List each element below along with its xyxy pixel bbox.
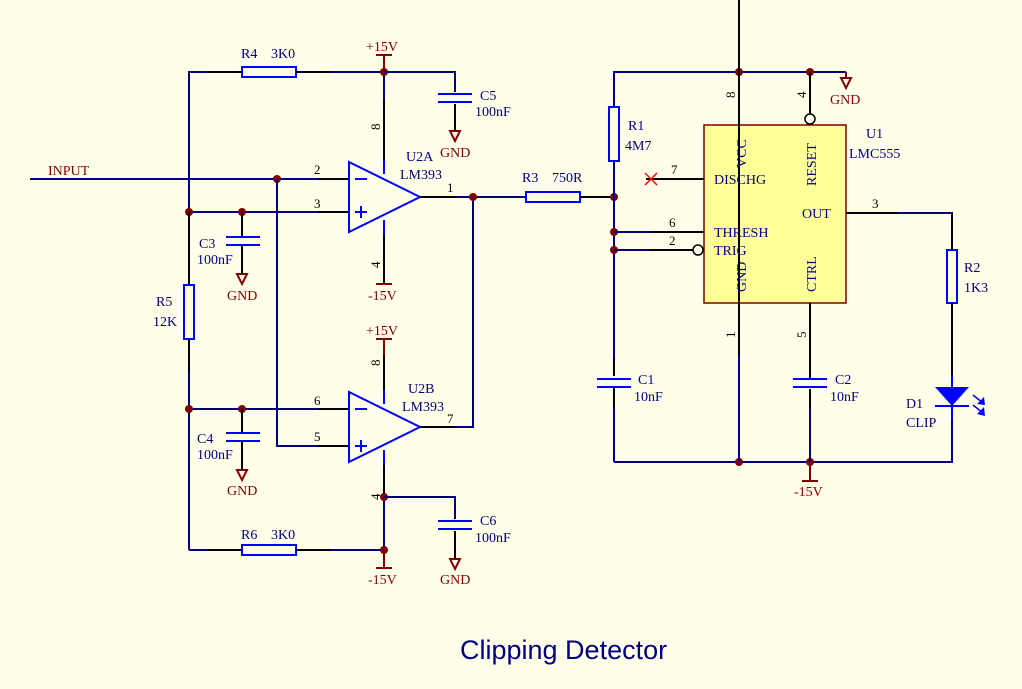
vpos-label: +15V <box>366 324 398 339</box>
pin-6: 6 <box>314 393 321 408</box>
pin-5: 5 <box>794 332 809 339</box>
capacitor-c3: GND C3 100nF <box>197 212 260 304</box>
u1-ref: U1 <box>866 127 883 142</box>
pin-name-reset: RESET <box>805 143 820 186</box>
pin-name-trig: TRIG <box>714 244 747 259</box>
d1-ref: D1 <box>906 397 923 412</box>
ground-icon <box>448 558 462 572</box>
pin-3: 3 <box>872 196 879 211</box>
vneg-label: -15V <box>794 485 823 500</box>
r3-value: 750R <box>552 171 583 186</box>
pin-name-gnd: GND <box>735 262 750 292</box>
comparator-u2a: +15V -15V 2 3 1 8 4 U2A LM393 <box>314 40 525 304</box>
u2a-ref: U2A <box>406 150 434 165</box>
u2b-ref: U2B <box>408 382 434 397</box>
pin-8: 8 <box>368 360 383 367</box>
c6-ref: C6 <box>480 514 496 529</box>
inversion-bubble <box>692 244 704 256</box>
pin-8: 8 <box>368 124 383 131</box>
pin-2: 2 <box>669 233 676 248</box>
pin-name-thresh: THRESH <box>714 226 768 241</box>
inversion-bubble <box>804 113 816 125</box>
ground-icon <box>448 130 462 144</box>
gnd-label: GND <box>830 93 860 108</box>
timer-u1: VCC RESET DISCHG THRESH TRIG OUT GND CTR… <box>614 0 953 462</box>
c3-ref: C3 <box>199 237 215 252</box>
c1-value: 10nF <box>634 390 663 405</box>
led-icon <box>935 387 969 406</box>
c5-value: 100nF <box>475 105 511 120</box>
pin-name-vcc: VCC <box>735 139 750 168</box>
capacitor-c5: GND C5 100nF <box>384 71 511 161</box>
diagram-title: Clipping Detector <box>460 635 667 665</box>
c3-value: 100nF <box>197 253 233 268</box>
resistor-r5: R5 12K <box>153 212 195 550</box>
r2-ref: R2 <box>964 261 980 276</box>
led-d1: D1 CLIP <box>906 375 985 431</box>
resistor-r2: R2 1K3 <box>946 213 988 375</box>
r1-ref: R1 <box>628 119 644 134</box>
r3-ref: R3 <box>522 171 538 186</box>
r5-ref: R5 <box>156 295 172 310</box>
c4-ref: C4 <box>197 432 213 447</box>
u1-value: LMC555 <box>849 147 900 162</box>
pin-4: 4 <box>368 493 383 500</box>
resistor-r1: R1 4M7 <box>608 106 651 462</box>
d1-value: CLIP <box>906 416 937 431</box>
ic-body <box>703 124 847 304</box>
ground-icon <box>235 469 249 483</box>
gnd-label: GND <box>440 146 470 161</box>
r6-value: 3K0 <box>271 528 295 543</box>
r4-value: 3K0 <box>271 47 295 62</box>
c4-value: 100nF <box>197 448 233 463</box>
vneg-label: -15V <box>368 573 397 588</box>
pin-7: 7 <box>671 162 678 177</box>
pin-4: 4 <box>794 91 809 98</box>
pin-name-dischg: DISCHG <box>714 173 766 188</box>
pin-8: 8 <box>723 92 738 99</box>
pin-6: 6 <box>669 215 676 230</box>
no-connect-icon <box>644 172 658 186</box>
capacitor-c6: GND C6 100nF <box>384 496 511 588</box>
capacitor-c1: C1 10nF <box>596 358 663 408</box>
vpos-label: +15V <box>366 40 398 55</box>
pin-5: 5 <box>314 429 321 444</box>
resistor-r3: R3 750R <box>522 171 618 203</box>
input-net: INPUT <box>30 164 348 180</box>
c1-ref: C1 <box>638 373 654 388</box>
pin-7: 7 <box>447 411 454 426</box>
c6-value: 100nF <box>475 531 511 546</box>
junction <box>185 405 193 413</box>
gnd-label: GND <box>227 484 257 499</box>
pin-3: 3 <box>314 196 321 211</box>
capacitor-c2: C2 10nF <box>793 373 859 462</box>
resistor-r4: R4 3K0 <box>188 47 384 212</box>
pin-2: 2 <box>314 162 321 177</box>
r1-value: 4M7 <box>625 139 651 154</box>
gnd-label: GND <box>440 573 470 588</box>
c2-ref: C2 <box>835 373 851 388</box>
gnd-label: GND <box>227 289 257 304</box>
vneg-label: -15V <box>368 289 397 304</box>
input-label: INPUT <box>48 164 90 179</box>
r4-ref: R4 <box>241 47 257 62</box>
u2a-value: LM393 <box>400 168 442 183</box>
ground-icon <box>235 273 249 287</box>
u2b-value: LM393 <box>402 400 444 415</box>
pin-4: 4 <box>368 261 383 268</box>
r2-value: 1K3 <box>964 281 988 296</box>
pin-name-out: OUT <box>802 207 831 222</box>
r5-value: 12K <box>153 315 177 330</box>
capacitor-c4: GND C4 100nF <box>197 409 260 499</box>
pin-1: 1 <box>447 180 454 195</box>
r6-ref: R6 <box>241 528 257 543</box>
pin-name-ctrl: CTRL <box>805 256 820 292</box>
c2-value: 10nF <box>830 390 859 405</box>
c5-ref: C5 <box>480 89 496 104</box>
comparator-u2b: +15V -15V 6 5 7 8 4 U2B LM393 <box>314 193 477 588</box>
pin-1: 1 <box>723 332 738 339</box>
resistor-r6: R6 3K0 <box>189 528 384 556</box>
ground-icon <box>839 77 853 91</box>
